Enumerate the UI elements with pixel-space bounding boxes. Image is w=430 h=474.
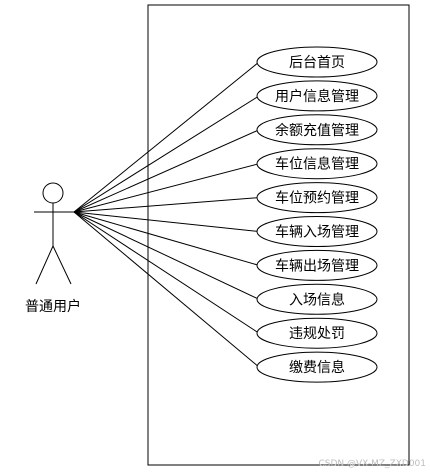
use-case: 车位预约管理 (256, 182, 378, 214)
association-line (73, 211, 260, 368)
use-case: 违规处罚 (256, 317, 378, 349)
actor-head (42, 182, 64, 204)
use-case-ellipse (256, 114, 378, 146)
use-case-ellipse (256, 80, 378, 112)
use-case-label: 车位预约管理 (275, 190, 359, 207)
actor-left-leg (35, 245, 54, 285)
association-line (73, 211, 260, 266)
watermark: CSDN @VX-MZ_ZXD001 (318, 459, 426, 469)
use-case: 车位信息管理 (256, 148, 378, 180)
actor-right-leg (52, 245, 72, 285)
use-case-label: 车辆入场管理 (275, 224, 359, 241)
use-case-ellipse (256, 148, 378, 180)
use-case-label: 用户信息管理 (275, 88, 359, 105)
use-case-label: 缴费信息 (289, 359, 345, 376)
use-case-ellipse (256, 216, 378, 247)
association-line (73, 197, 260, 213)
use-case: 车辆出场管理 (256, 249, 378, 281)
association-line (73, 211, 260, 232)
actor-figure (34, 182, 74, 285)
use-case-label: 余额充值管理 (275, 122, 359, 139)
system-boundary (147, 4, 410, 466)
use-case-ellipse (256, 351, 378, 383)
use-case: 用户信息管理 (256, 80, 378, 112)
association-line (73, 211, 260, 334)
use-case-label: 入场信息 (289, 291, 345, 308)
association-line (73, 61, 260, 213)
use-case-ellipse (256, 182, 378, 214)
use-case: 缴费信息 (256, 351, 378, 383)
associations (73, 61, 260, 368)
use-case-ellipse (256, 249, 378, 281)
association-line (73, 129, 260, 213)
association-line (73, 163, 260, 213)
use-case-label: 车辆出场管理 (275, 257, 359, 274)
use-case: 余额充值管理 (256, 114, 378, 146)
use-case: 后台首页 (256, 46, 378, 78)
use-case-ellipse (256, 283, 378, 315)
association-line (73, 95, 260, 213)
use-case-label: 后台首页 (289, 55, 345, 71)
use-case-ellipse (256, 317, 378, 349)
use-case-label: 车位信息管理 (275, 156, 359, 173)
use-case: 车辆入场管理 (256, 216, 378, 247)
use-case: 入场信息 (256, 283, 378, 315)
use-cases: 后台首页用户信息管理余额充值管理车位信息管理车位预约管理车辆入场管理车辆出场管理… (256, 46, 378, 383)
actor-label: 普通用户 (25, 298, 81, 315)
association-line (73, 211, 260, 300)
use-case-ellipse (256, 46, 378, 78)
use-case-label: 违规处罚 (289, 326, 345, 342)
